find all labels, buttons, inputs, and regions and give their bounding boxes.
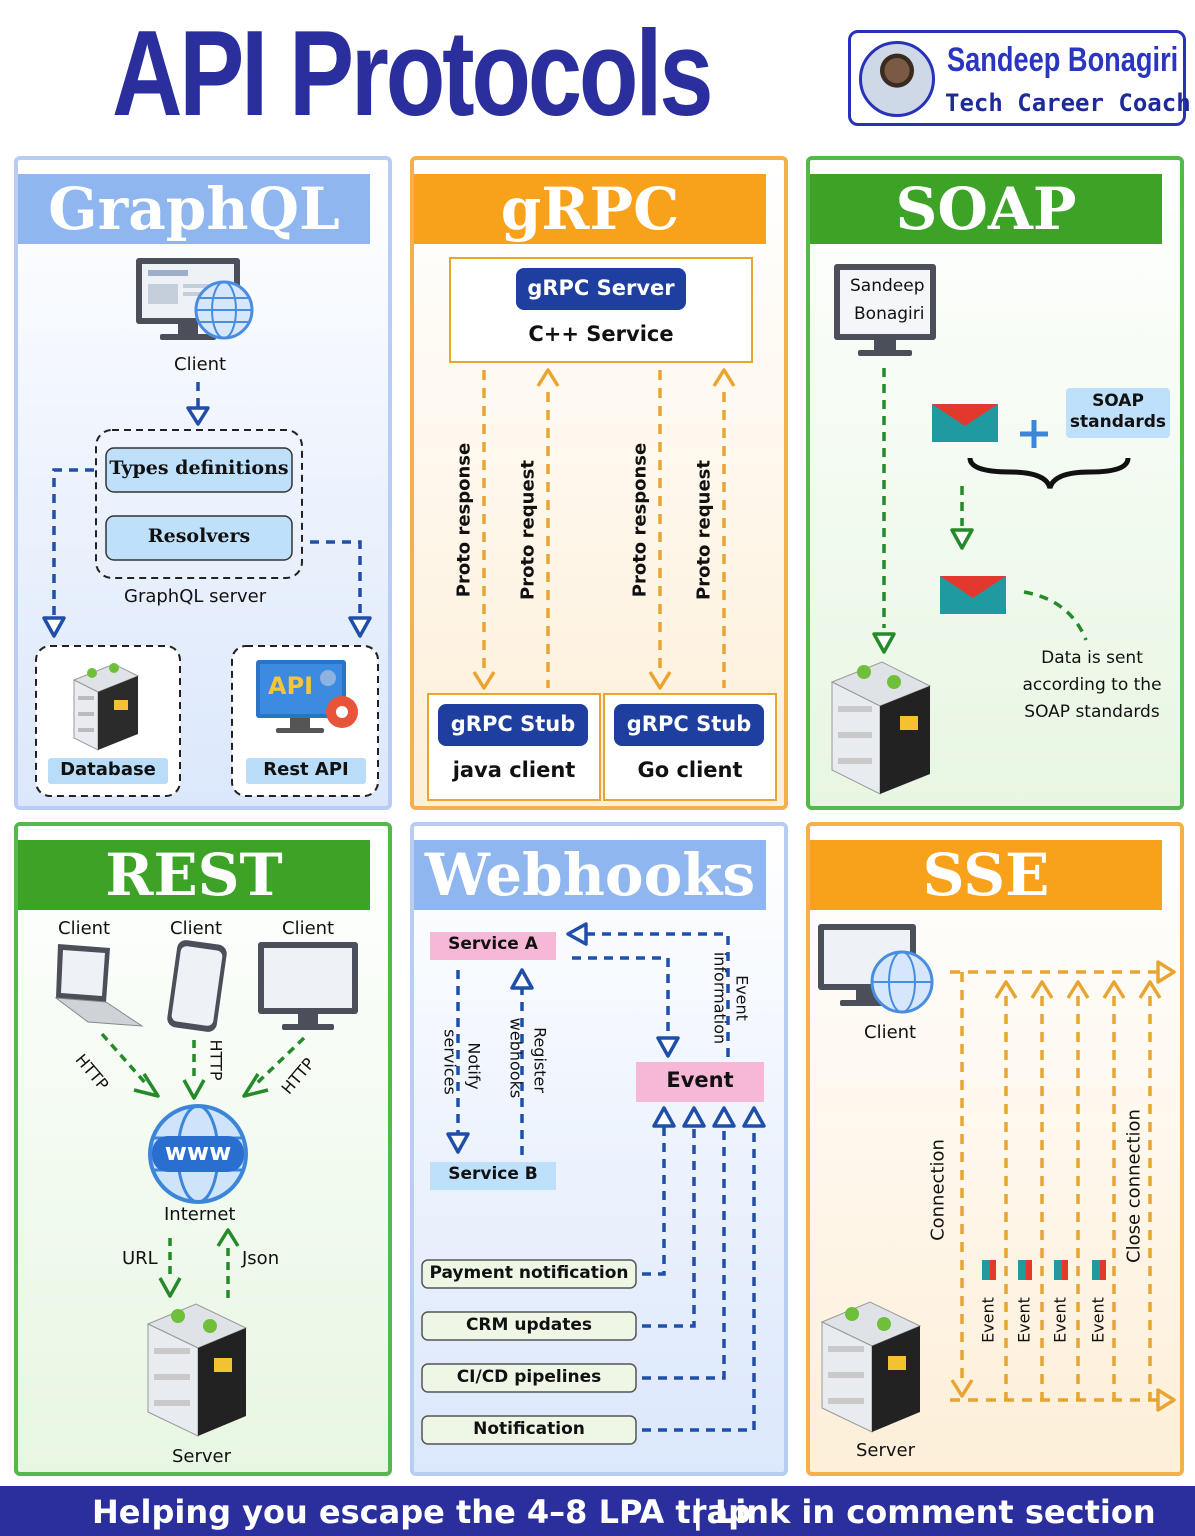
cpp-service-label: C++ Service — [528, 322, 674, 346]
register-label-1: Register — [530, 1027, 550, 1093]
source-notification: Notification — [473, 1419, 585, 1439]
internet-globe-icon — [148, 1104, 248, 1204]
grpc-stub-badge-java: gRPC Stub — [450, 712, 576, 736]
rest-client-label-3: Client — [282, 918, 335, 939]
grpc-server-badge: gRPC Server — [527, 276, 675, 300]
graphql-client-label: Client — [174, 354, 227, 375]
webhooks-diagram — [421, 922, 766, 1445]
rest-panel: REST — [14, 822, 392, 1476]
json-label: Json — [242, 1248, 280, 1269]
avatar — [859, 41, 935, 117]
server-icon — [820, 1301, 922, 1433]
sse-server-label: Server — [856, 1440, 916, 1461]
soap-diagram — [830, 264, 1170, 795]
source-crm-updates: CRM updates — [465, 1315, 593, 1335]
monitor-icon — [834, 264, 936, 356]
proto-request-label-1: Proto request — [517, 460, 539, 600]
java-client-label: java client — [452, 758, 576, 782]
resolvers-label: Resolvers — [147, 525, 251, 547]
sse-diagram — [818, 924, 1176, 1433]
author-subtitle: Tech Career Coach — [945, 89, 1191, 117]
envelope-icon — [932, 404, 998, 442]
connection-label: Connection — [927, 1139, 949, 1241]
graphql-panel: GraphQL — [14, 156, 392, 810]
close-connection-label: Close connection — [1123, 1109, 1145, 1263]
sse-panel: SSE — [806, 822, 1184, 1476]
source-payment-notification: Payment notification — [429, 1263, 629, 1283]
webhooks-title: Webhooks — [414, 840, 766, 910]
soap-title: SOAP — [810, 174, 1162, 244]
rest-client-label-2: Client — [170, 918, 223, 939]
proto-response-label-2: Proto response — [629, 442, 651, 598]
url-label: URL — [122, 1248, 158, 1269]
footer-tagline: Helping you escape the 4–8 LPA trap — [92, 1493, 751, 1531]
plus-icon — [1020, 420, 1048, 448]
grpc-panel: gRPC gRPC Server C++ Service Proto respo… — [410, 156, 788, 810]
notify-label-2: services — [440, 1029, 460, 1095]
globe-icon — [194, 280, 254, 340]
soap-monitor-text-2: Bonagiri — [854, 304, 925, 324]
event-label-2: Event — [1014, 1297, 1034, 1343]
soap-note-line-3: SOAP standards — [1024, 702, 1160, 722]
source-cicd-pipelines: CI/CD pipelines — [456, 1367, 602, 1387]
api-monitor-icon — [256, 660, 358, 733]
monitor-icon — [258, 942, 358, 1030]
event-info-label-2: information — [710, 951, 730, 1045]
laptop-icon — [54, 944, 144, 1027]
proto-response-label-1: Proto response — [453, 442, 475, 598]
service-a-label: Service A — [448, 934, 538, 954]
rest-server-label: Server — [172, 1446, 232, 1467]
footer-link-note: | Link in comment section — [692, 1493, 1156, 1531]
event-label-4: Event — [1088, 1297, 1108, 1343]
rest-title: REST — [18, 840, 370, 910]
internet-label: Internet — [164, 1204, 236, 1225]
soap-standards-badge: SOAP standards — [1069, 391, 1167, 432]
rest-api-label: Rest API — [263, 759, 349, 780]
rest-diagram — [54, 940, 358, 1437]
database-server-icon — [72, 663, 140, 751]
author-card: Sandeep Bonagiri Tech Career Coach — [848, 30, 1191, 126]
page-title: API Protocols — [112, 5, 714, 141]
notify-label-1: Notify — [464, 1042, 484, 1090]
graphql-title: GraphQL — [18, 174, 370, 244]
register-label-2: webhooks — [506, 1017, 526, 1099]
go-client-label: Go client — [637, 758, 743, 782]
grpc-diagram — [427, 257, 777, 801]
phone-icon — [167, 940, 227, 1032]
rest-client-label-1: Client — [58, 918, 111, 939]
graphql-server-label: GraphQL server — [124, 586, 267, 607]
server-icon — [146, 1303, 248, 1437]
http-label-2: HTTP — [206, 1039, 226, 1081]
author-name: Sandeep Bonagiri — [947, 41, 1179, 79]
sse-client-label: Client — [864, 1022, 917, 1043]
database-label: Database — [60, 759, 156, 780]
grpc-stub-badge-go: gRPC Stub — [626, 712, 752, 736]
event-envelope-icons — [982, 1260, 1106, 1280]
webhooks-panel: Webhooks Service A Serv — [410, 822, 788, 1476]
api-badge: API — [268, 672, 314, 700]
grpc-title: gRPC — [414, 174, 766, 244]
event-badge: Event — [666, 1068, 734, 1092]
event-label-1: Event — [978, 1297, 998, 1343]
service-b-label: Service B — [448, 1164, 538, 1184]
soap-note-line-2: according to the — [1022, 675, 1162, 695]
soap-monitor-text-1: Sandeep — [850, 276, 925, 296]
server-icon — [830, 661, 932, 795]
event-info-label-1: Event — [732, 975, 752, 1021]
graphql-diagram — [35, 258, 379, 797]
proto-request-label-2: Proto request — [693, 460, 715, 600]
footer-bar: Helping you escape the 4–8 LPA trap | Li… — [0, 1486, 1195, 1536]
soap-panel: SOAP — [806, 156, 1184, 810]
envelope-icon — [940, 576, 1006, 614]
globe-icon — [870, 950, 934, 1014]
event-label-3: Event — [1050, 1297, 1070, 1343]
sse-title: SSE — [810, 840, 1162, 910]
types-definitions-label: Types definitions — [109, 457, 289, 479]
soap-note-line-1: Data is sent — [1041, 648, 1143, 668]
www-label: www — [164, 1138, 232, 1166]
